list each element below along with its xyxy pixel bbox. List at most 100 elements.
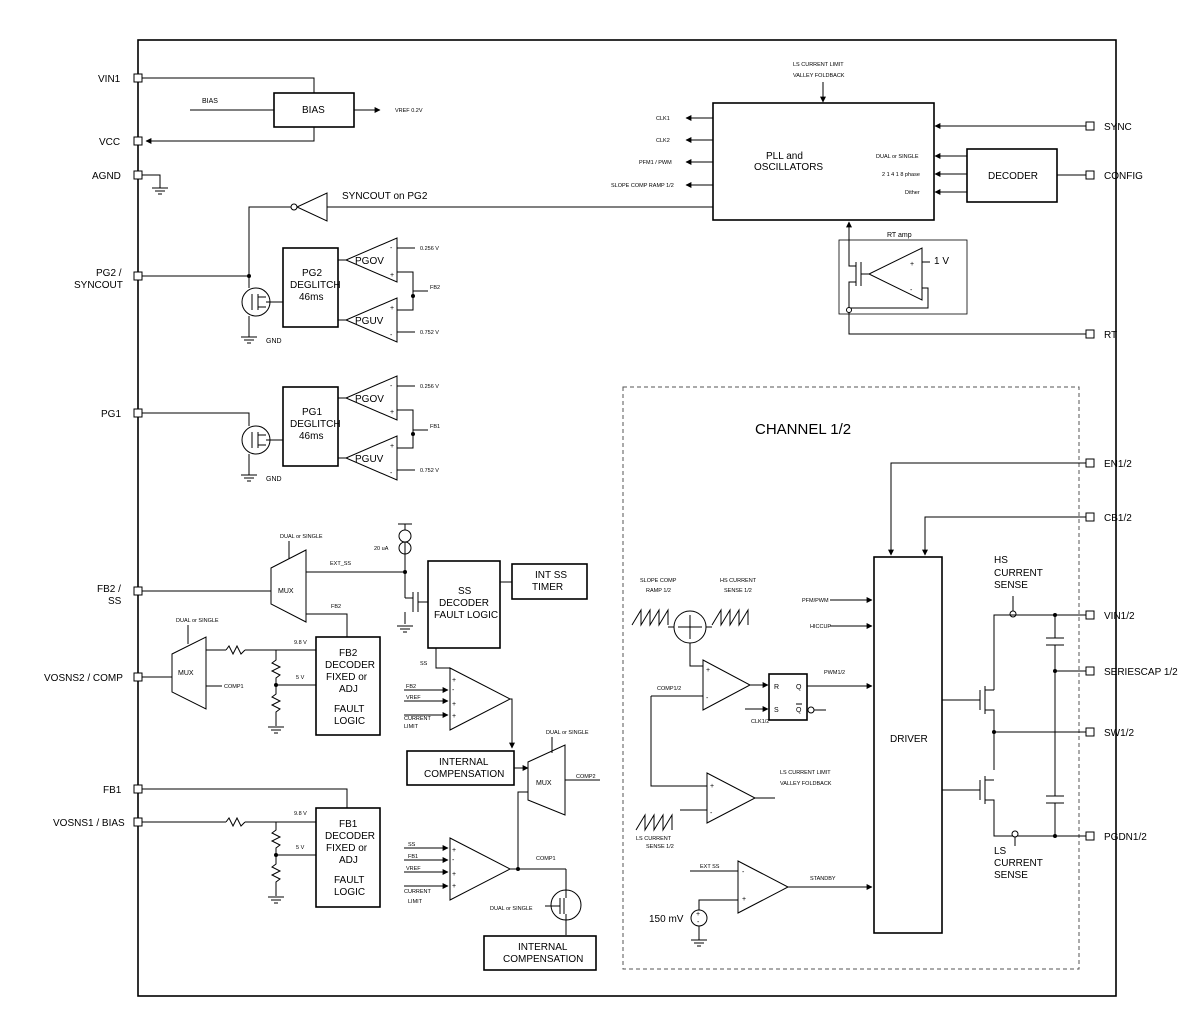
pin-fb1[interactable] [133, 784, 143, 794]
pgov2-label: PGOV [355, 256, 384, 267]
int-ss-2: TIMER [532, 582, 563, 593]
decoder-label: DECODER [988, 171, 1038, 182]
pin-seriescap-label: SERIESCAP 1/2 [1104, 667, 1178, 678]
svg-text:+: + [452, 847, 456, 854]
fb1-dec-1: FB1 [339, 819, 358, 830]
pin-seriescap[interactable] [1085, 666, 1095, 676]
pin-fb2-label-1: FB2 / [97, 584, 121, 595]
pin-pgdn-label: PGDN1/2 [1104, 832, 1147, 843]
pin-vosns1[interactable] [133, 817, 143, 827]
pg2-deglitch-block [282, 247, 339, 328]
svg-text:-: - [710, 810, 713, 817]
pll-section: PLL and OSCILLATORS LS CURRENT LIMIT VAL… [611, 62, 1086, 221]
v5-bot: 5 V [296, 845, 305, 851]
ls-limit-top-1: LS CURRENT LIMIT [793, 62, 844, 68]
pg2-deglitch-2: DEGLITCH [290, 280, 341, 291]
ls-cur-3: SENSE [994, 870, 1028, 881]
fb2-decoder-section: MUX DUAL or SINGLE COMP1 9.8 V 5 V FB2 D… [142, 618, 600, 869]
pg2-deglitch-3: 46ms [299, 292, 323, 303]
ss-decoder-block [427, 560, 501, 649]
pg1-fb1: FB1 [430, 424, 440, 430]
mux-top-label: MUX [278, 588, 294, 595]
syncout-label: SYNCOUT on PG2 [342, 191, 428, 202]
ss-label: SS [420, 661, 428, 667]
pfm-pwm-label: PFM/PWM [802, 598, 829, 604]
pin-en-label: EN1/2 [1104, 459, 1132, 470]
svg-text:-: - [910, 287, 913, 294]
fb1-decoder-block [315, 807, 381, 908]
pin-en[interactable] [1085, 458, 1095, 468]
cl2-2: LIMIT [404, 724, 419, 730]
svg-text:+: + [390, 443, 394, 450]
pin-rt[interactable] [1085, 329, 1095, 339]
pin-vin1[interactable] [133, 73, 143, 83]
pin-pg2-label-2: SYNCOUT [74, 280, 123, 291]
svg-text:+: + [390, 409, 394, 416]
pin-vin12[interactable] [1085, 610, 1095, 620]
slope-comp-2: RAMP 1/2 [646, 588, 671, 594]
svg-text:-: - [390, 383, 393, 390]
hs-sense-1: HS CURRENT [720, 578, 757, 584]
vref-amp1: VREF [406, 866, 421, 872]
cl1-2: LIMIT [408, 899, 423, 905]
pg2-0752: 0.752 V [420, 330, 439, 336]
vref-label: VREF 0.2V [395, 108, 423, 114]
hs-sense-2: SENSE 1/2 [724, 588, 752, 594]
fb2-decoder-block [315, 636, 381, 736]
pin-config[interactable] [1085, 170, 1095, 180]
pin-pgdn[interactable] [1085, 831, 1095, 841]
comp2-label: COMP2 [576, 774, 596, 780]
chip-outline [137, 39, 1117, 997]
bias-input-label: BIAS [202, 98, 218, 105]
mux-top-dual: DUAL or SINGLE [280, 534, 323, 540]
internal-comp-top [406, 750, 515, 786]
svg-text:-: - [390, 332, 393, 339]
comp1-mid-label: COMP1 [224, 684, 244, 690]
v5-mid: 5 V [296, 675, 305, 681]
svg-text:+: + [910, 261, 914, 268]
fb2-dec-5: FAULT [334, 704, 364, 715]
pin-fb2[interactable] [133, 586, 143, 596]
latch-r: R [774, 684, 779, 691]
fb1-amp1: FB1 [408, 854, 418, 860]
pwm12-label: PWM1/2 [824, 670, 845, 676]
pg1-0256: 0.256 V [420, 384, 439, 390]
svg-text:+: + [390, 272, 394, 279]
fb2-dec-3: FIXED or [326, 672, 368, 683]
pg1-0752: 0.752 V [420, 468, 439, 474]
left-pins: VIN1 VCC AGND PG2 / SYNCOUT PG1 FB2 / SS… [44, 73, 143, 829]
pg1-deglitch-3: 46ms [299, 431, 323, 442]
svg-text:+: + [452, 871, 456, 878]
comp1-bot-label: COMP1 [536, 856, 556, 862]
pll-label-2: OSCILLATORS [754, 162, 823, 173]
pin-pg1[interactable] [133, 408, 143, 418]
svg-text:-: - [706, 695, 709, 702]
fb2-mux-label: FB2 [331, 604, 341, 610]
svg-text:+: + [452, 701, 456, 708]
hs-cur-3: SENSE [994, 580, 1028, 591]
pin-pg2[interactable] [133, 271, 143, 281]
standby-label: STANDBY [810, 876, 836, 882]
fb1-dec-4: ADJ [339, 855, 358, 866]
pg2-0256: 0.256 V [420, 246, 439, 252]
pgov1-label: PGOV [355, 394, 384, 405]
pg2-section: PG2 DEGLITCH 46ms PGOV - + PGUV + - 0.25… [142, 237, 440, 345]
pguv2-label: PGUV [355, 316, 384, 327]
fb2-ss-section: MUX DUAL or SINGLE EXT_SS FB2 20 uA SS D… [142, 523, 588, 669]
ext-ss-ch: EXT SS [700, 864, 720, 870]
pfm-label: PFM1 / PWM [639, 160, 672, 166]
pin-vcc[interactable] [133, 136, 143, 146]
pin-pg1-label: PG1 [101, 409, 121, 420]
channel-section: DRIVER SLOPE COMP RAMP 1/2 HS CURRENT SE… [631, 462, 1086, 947]
clk12-label: CLK1/2 [751, 719, 769, 725]
pin-sync[interactable] [1085, 121, 1095, 131]
pin-vosns2[interactable] [133, 672, 143, 682]
pin-agnd[interactable] [133, 170, 143, 180]
pg1-gnd: GND [266, 476, 282, 483]
cl2-1: CURRENT [404, 716, 432, 722]
sr-latch [768, 673, 808, 721]
pin-fb1-label: FB1 [103, 785, 122, 796]
pin-sw[interactable] [1085, 727, 1095, 737]
ls-limit-1: LS CURRENT LIMIT [780, 770, 831, 776]
pin-cb[interactable] [1085, 512, 1095, 522]
